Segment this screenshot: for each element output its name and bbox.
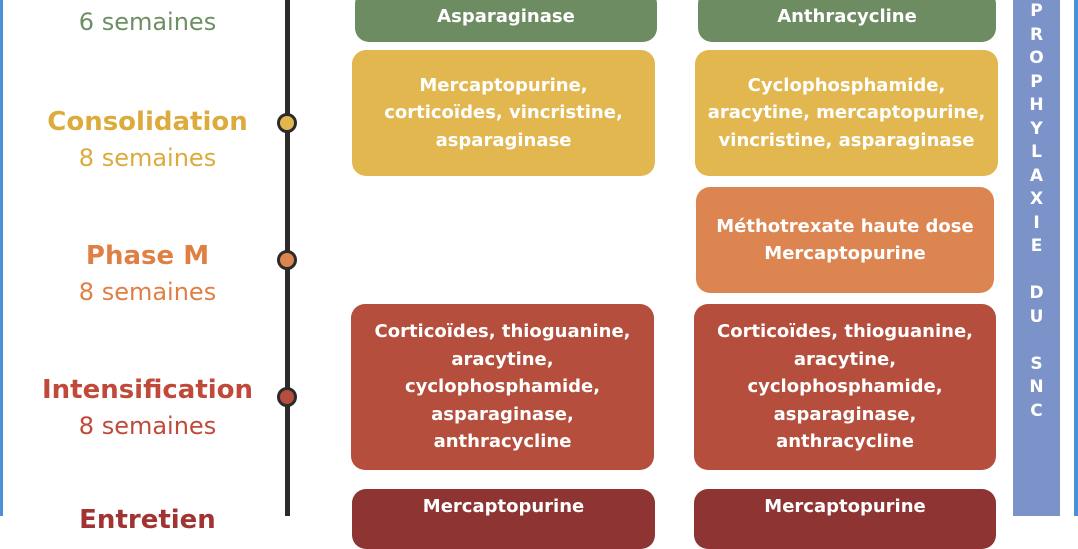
phase-label-intensification: Intensification 8 semaines — [20, 372, 275, 444]
banner-letter: A — [1029, 165, 1044, 186]
box-line: Asparaginase — [437, 5, 575, 27]
phase-name: Entretien — [79, 505, 216, 535]
timeline-dot-phase-m — [277, 250, 297, 270]
banner-letter: R — [1029, 24, 1044, 45]
timeline-dot-consolidation — [277, 113, 297, 133]
phase-duration: 8 semaines — [78, 144, 217, 172]
box-line: cyclophosphamide, — [404, 376, 601, 398]
box-intensification-left: Corticoïdes, thioguanine, aracytine, cyc… — [351, 304, 654, 470]
phase-duration: 8 semaines — [78, 412, 217, 440]
box-line: anthracycline — [776, 431, 914, 453]
box-line: cyclophosphamide, — [747, 376, 943, 398]
box-line: asparaginase, — [431, 403, 574, 425]
banner-letter: X — [1029, 189, 1044, 209]
phase-duration: 8 semaines — [78, 278, 217, 306]
side-banner-prophylaxie: P R O P H Y L A X I E D U S N C — [1013, 0, 1060, 516]
phase-label-induction: 6 semaines — [20, 4, 275, 40]
box-line: Mercaptopurine — [764, 243, 926, 264]
banner-letter: I — [1033, 212, 1040, 233]
box-line: corticoïdes, vincristine, — [384, 102, 623, 124]
banner-letter: N — [1029, 377, 1044, 397]
timeline-dot-intensification — [277, 387, 297, 407]
box-line: aracytine, mercaptopurine, — [707, 102, 986, 124]
box-entretien-left: Mercaptopurine — [352, 489, 655, 549]
banner-letter: Y — [1030, 118, 1043, 139]
banner-letter: C — [1030, 400, 1043, 421]
banner-letter: O — [1029, 48, 1044, 68]
box-line: Anthracycline — [777, 5, 917, 27]
box-line: aracytine, — [793, 348, 897, 370]
box-line: Corticoïdes, thioguanine, — [717, 321, 973, 343]
box-line: Mercaptopurine — [422, 496, 585, 517]
box-line: vincristine, asparaginase — [718, 129, 975, 151]
box-intensification-right: Corticoïdes, thioguanine, aracytine, cyc… — [694, 304, 996, 470]
banner-letter: P — [1030, 71, 1043, 92]
box-induction-left: Asparaginase — [355, 0, 657, 42]
phase-name: Phase M — [85, 241, 210, 271]
box-line: Mercaptopurine — [764, 496, 926, 517]
banner-letter: L — [1031, 142, 1042, 162]
phase-label-entretien: Entretien — [20, 502, 275, 538]
box-entretien-right: Mercaptopurine — [694, 489, 996, 549]
box-line: asparaginase — [435, 129, 572, 151]
box-line: asparaginase, — [773, 403, 917, 425]
box-line: anthracycline — [433, 431, 572, 453]
phase-name: Intensification — [41, 375, 254, 405]
banner-letter: U — [1029, 306, 1044, 327]
banner-letter: E — [1030, 236, 1043, 256]
box-line: aracytine, — [451, 348, 554, 370]
banner-letter: P — [1030, 1, 1043, 21]
box-line: Méthotrexate haute dose — [716, 215, 974, 237]
box-line: Corticoïdes, thioguanine, — [374, 321, 631, 343]
phase-duration: 6 semaines — [78, 8, 217, 36]
box-phase-m-right: Méthotrexate haute dose Mercaptopurine — [696, 187, 994, 293]
box-consolidation-right: Cyclophosphamide, aracytine, mercaptopur… — [695, 50, 998, 176]
frame-border-right — [1074, 0, 1078, 516]
phase-name: Consolidation — [47, 107, 248, 137]
banner-letter: S — [1030, 353, 1043, 374]
phase-label-consolidation: Consolidation 8 semaines — [20, 104, 275, 176]
phase-label-phase-m: Phase M 8 semaines — [20, 238, 275, 310]
box-induction-right: Anthracycline — [698, 0, 996, 42]
banner-letter: D — [1029, 283, 1044, 303]
box-line: Mercaptopurine, — [419, 74, 588, 96]
box-consolidation-left: Mercaptopurine, corticoïdes, vincristine… — [352, 50, 655, 176]
frame-border-left — [0, 0, 3, 516]
box-line: Cyclophosphamide, — [747, 74, 946, 96]
banner-letter: H — [1029, 95, 1044, 115]
